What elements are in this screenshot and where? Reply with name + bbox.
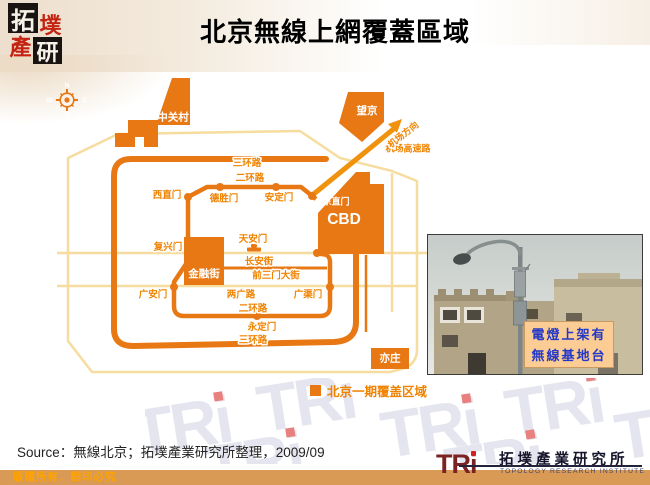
node-andingmen <box>272 183 280 191</box>
airport-expressway <box>308 125 398 199</box>
lamp-post-icon <box>453 239 531 374</box>
label-ring3-top: 三环路 <box>233 157 262 169</box>
zhongguancun-blocks <box>115 120 158 147</box>
label-deshengmen: 德胜门 <box>210 193 239 205</box>
tri-brand-underline <box>459 465 642 467</box>
label-andingmen: 安定门 <box>265 192 294 204</box>
label-ring2-top: 二环路 <box>236 172 265 184</box>
zhongguancun-notch <box>135 137 144 147</box>
compass-rose-icon <box>56 89 78 111</box>
label-guangqumen: 广渠门 <box>294 289 323 301</box>
label-guanganmen: 广安门 <box>139 289 168 301</box>
wangjing-area <box>339 92 384 142</box>
map-texture-background-blob <box>0 55 170 125</box>
third-ring-road <box>111 156 359 350</box>
label-ring3-bottom: 三环路 <box>239 334 268 346</box>
node-guanganmen <box>170 283 178 291</box>
node-guangqumen <box>326 283 334 291</box>
label-liangguang-road: 两广路 <box>227 289 256 301</box>
airport-arrow-icon <box>388 119 402 133</box>
label-airport-expressway: 机场高速路 <box>385 143 431 154</box>
source-note: Source：無線北京；拓墣產業研究所整理，2009/09 <box>17 445 325 460</box>
jinrongjie-area <box>184 237 224 285</box>
label-changan-street: 长安街 <box>245 256 274 268</box>
node-yongdingmen <box>253 312 261 320</box>
node-changan-junction <box>313 249 321 257</box>
zhongguancun-area <box>156 78 190 125</box>
compass-e-label: E <box>83 98 88 105</box>
tri-logo: TRi <box>436 449 477 479</box>
photo-caption: 電燈上架有 無線基地台 <box>524 321 614 368</box>
tiananmen-gate-icon <box>247 244 261 252</box>
label-fuxingmen: 复兴门 <box>153 241 183 253</box>
page-title: 北京無線上網覆蓋區域 <box>199 18 470 47</box>
label-zhongguancun: 中关村 <box>157 111 189 124</box>
compass-n-label: N <box>64 83 69 90</box>
beijing-coverage-map: N E S W 三环路 二环路 西直门 德胜门 安定门 天安门 复兴门 长安街 … <box>46 78 446 374</box>
label-wangjing: 望京 <box>357 104 378 117</box>
city-boundary <box>66 129 419 374</box>
basestation-photo: 電燈上架有 無線基地台 <box>427 234 643 375</box>
map-texture-background-right <box>450 0 650 45</box>
legend-label: 北京一期覆盖区域 <box>327 385 428 399</box>
label-cbd: CBD <box>327 211 361 228</box>
copyright-notice: 版權所有．翻印必究 <box>13 471 117 483</box>
legend-swatch-icon <box>310 385 321 396</box>
map-legend: 北京一期覆盖区域 <box>310 381 427 400</box>
label-xizhimen: 西直门 <box>153 189 182 201</box>
yizhuang-area <box>371 348 409 369</box>
label-yongdingmen: 永定门 <box>247 321 277 333</box>
label-jinrongjie: 金融街 <box>187 267 220 280</box>
second-ring-road-bottom <box>171 247 333 319</box>
node-deshengmen <box>216 183 224 191</box>
second-ring-road-top <box>185 184 318 251</box>
compass-w-label: W <box>46 98 53 105</box>
node-dongzhimen <box>308 192 316 200</box>
node-fuxingmen <box>184 245 192 253</box>
cbd-area <box>318 172 384 254</box>
logo-char-pu: 墣 <box>39 13 62 38</box>
label-tiananmen: 天安门 <box>239 233 268 245</box>
compass-s-label: S <box>65 112 70 119</box>
photo-caption-line1: 電燈上架有 <box>531 327 607 342</box>
label-ring2-bottom: 二环路 <box>239 303 268 315</box>
photo-caption-line2: 無線基地台 <box>531 348 607 363</box>
logo-char-chan: 產 <box>9 35 32 60</box>
label-qiansanmen-street: 前三门大街 <box>252 270 300 282</box>
logo-char-yan: 研 <box>33 37 62 65</box>
label-dongzhimen: 东直门 <box>322 196 349 207</box>
tri-brand-chinese: 拓墣產業研究所 <box>499 452 629 468</box>
node-xizhimen <box>184 193 192 201</box>
logo-char-tuo: 拓 <box>8 3 38 35</box>
footer-bar: 版權所有．翻印必究 <box>0 470 650 485</box>
tri-brand-english: TOPOLOGY RESEARCH INSTITUTE <box>500 468 646 475</box>
label-yizhuang: 亦庄 <box>380 352 401 365</box>
